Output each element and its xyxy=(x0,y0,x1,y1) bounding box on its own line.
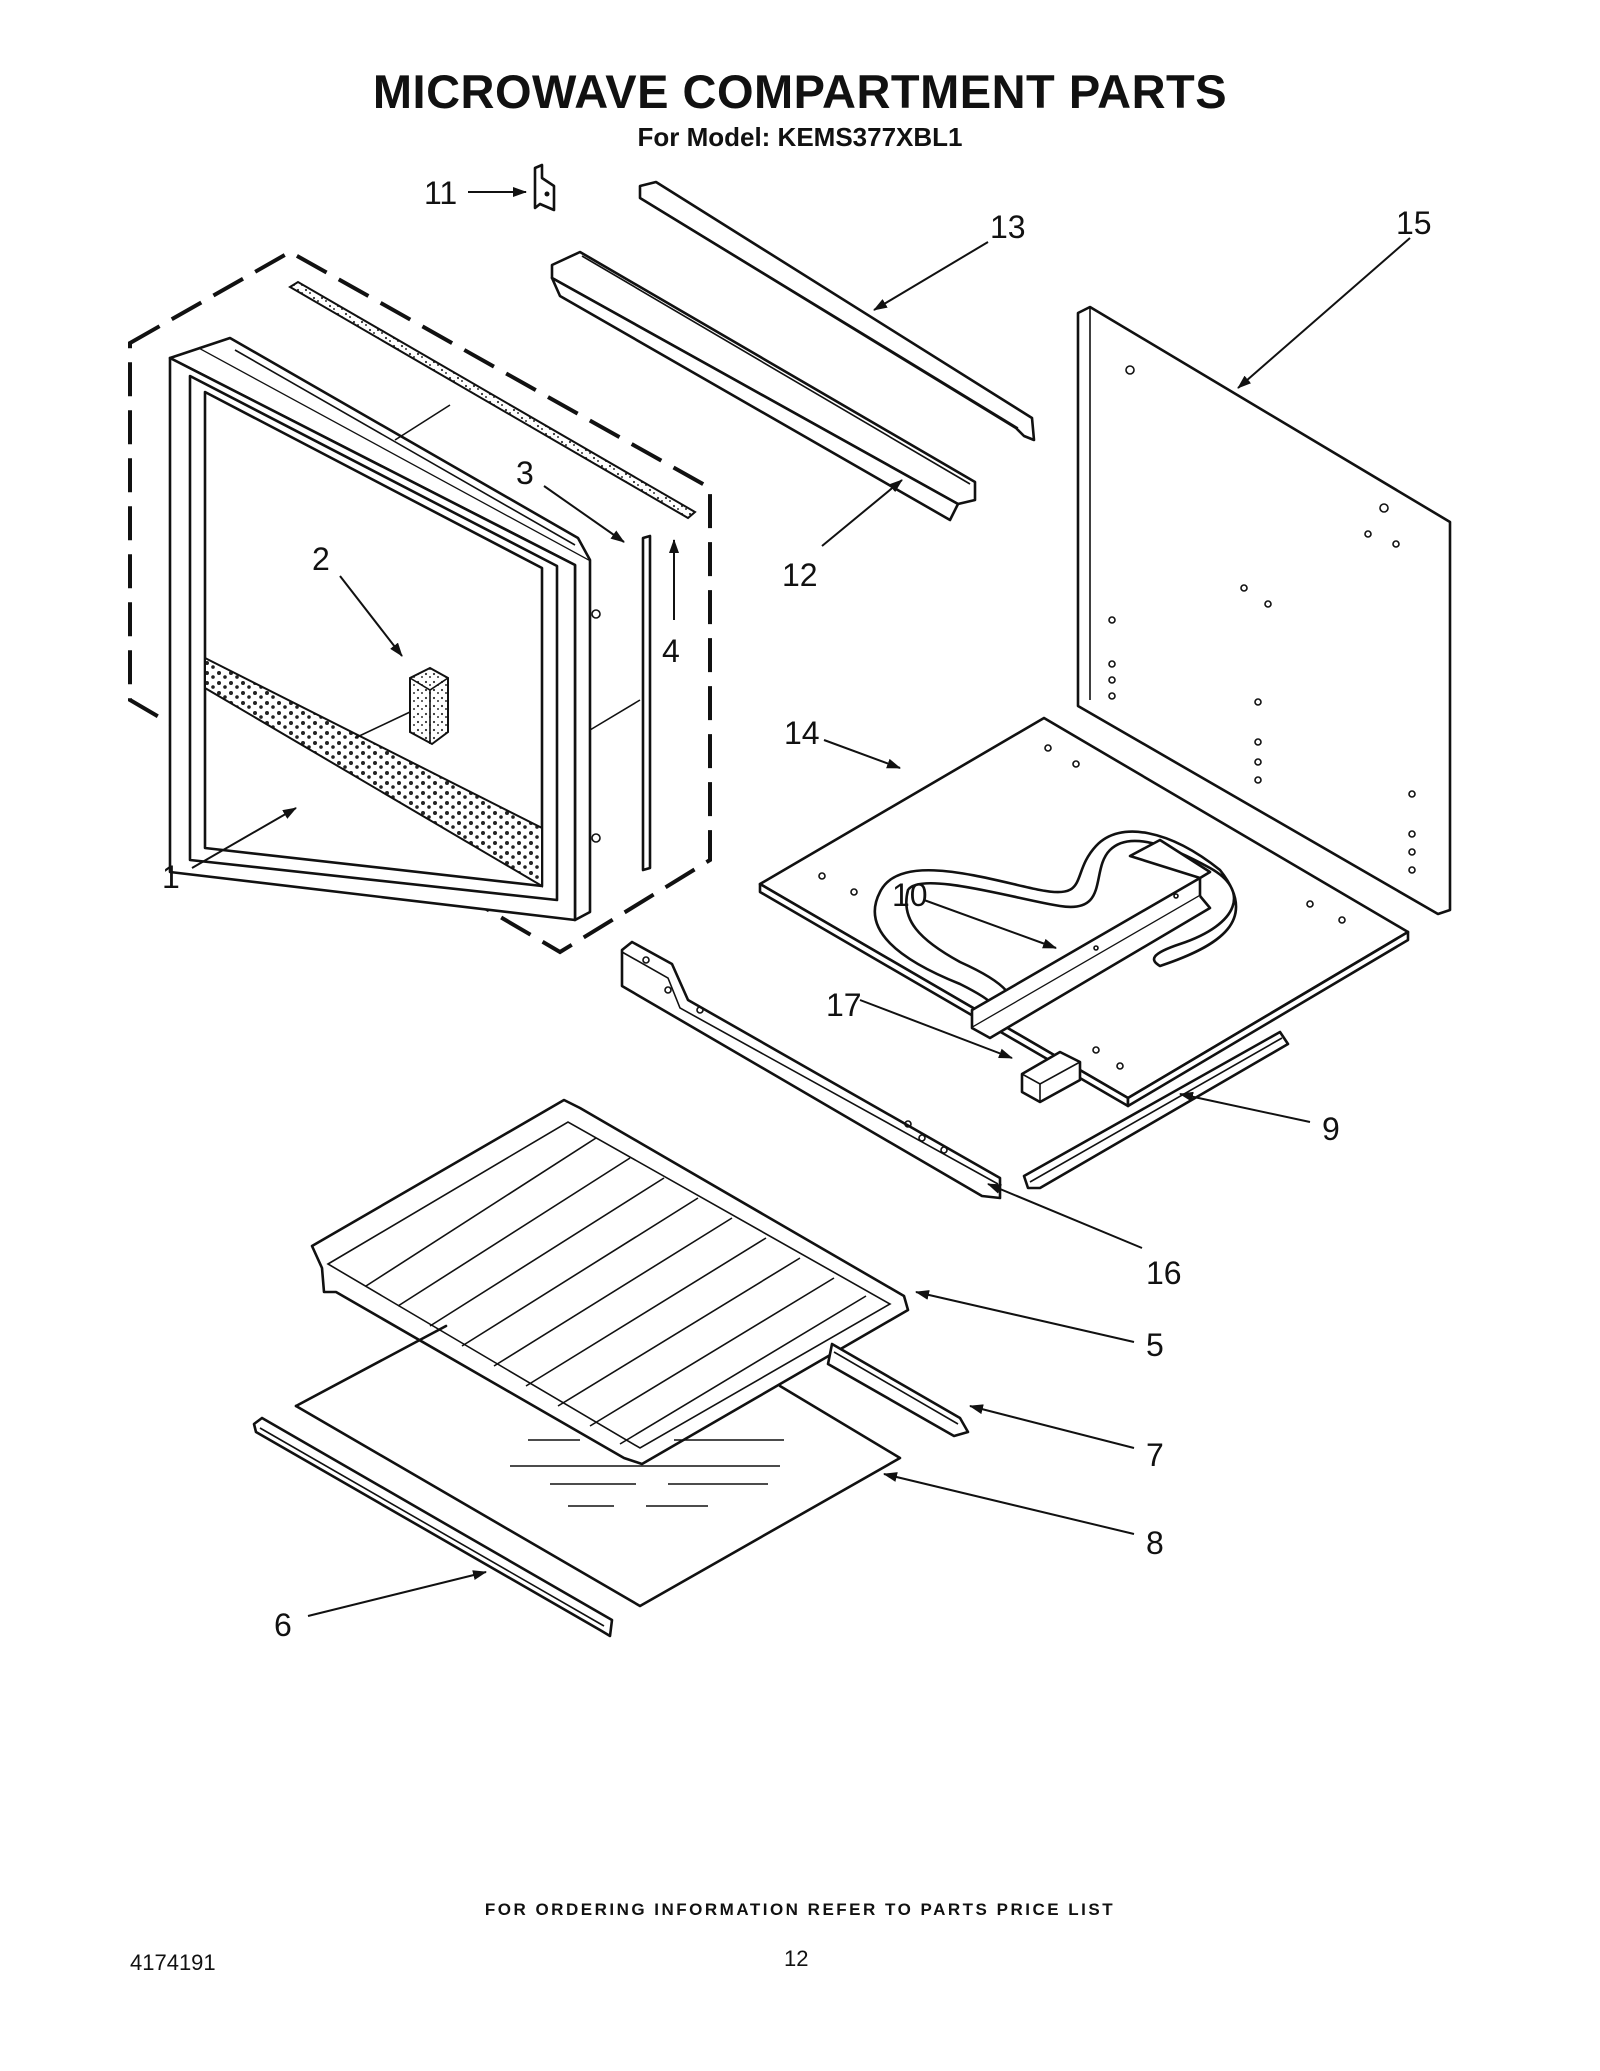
callout-14: 14 xyxy=(784,715,820,751)
callout-17: 17 xyxy=(826,987,862,1023)
part-11-bracket xyxy=(533,163,556,212)
part-4-gasket-strip xyxy=(288,280,697,520)
model-subtitle: For Model: KEMS377XBL1 xyxy=(637,122,963,152)
ordering-info-note: FOR ORDERING INFORMATION REFER TO PARTS … xyxy=(484,1900,1116,1919)
leader-arrows xyxy=(191,187,1411,1617)
callout-13: 13 xyxy=(990,209,1026,245)
callout-15: 15 xyxy=(1396,205,1432,241)
callout-9: 9 xyxy=(1322,1111,1340,1147)
part-5-rack xyxy=(310,1098,910,1466)
callout-12: 12 xyxy=(782,557,818,593)
part-1-cavity-assembly xyxy=(128,249,712,955)
part-12-channel-rail xyxy=(550,250,977,522)
part-2-foam-block xyxy=(409,666,449,746)
page-title: MICROWAVE COMPARTMENT PARTS xyxy=(372,65,1228,118)
callout-10: 10 xyxy=(892,877,928,913)
part-16-side-bracket xyxy=(620,940,1002,1200)
callout-2: 2 xyxy=(312,541,330,577)
part-15-back-panel xyxy=(1076,305,1452,916)
part-10-duct xyxy=(970,838,1212,1040)
part-9-side-rail xyxy=(1022,1030,1290,1190)
part-3-vertical-strip xyxy=(641,534,652,872)
callout-11: 11 xyxy=(424,175,457,211)
callout-3: 3 xyxy=(516,455,534,491)
part-14-bottom-panel xyxy=(758,716,1410,1108)
part-13-upper-rail xyxy=(638,180,1036,442)
callout-7: 7 xyxy=(1146,1437,1164,1473)
callout-4: 4 xyxy=(662,633,680,669)
callout-1: 1 xyxy=(162,859,180,895)
callout-5: 5 xyxy=(1146,1327,1164,1363)
callout-6: 6 xyxy=(274,1607,292,1643)
part-7-rack-rail xyxy=(826,1342,970,1438)
callout-16: 16 xyxy=(1146,1255,1182,1291)
part-17-bracket xyxy=(1020,1050,1082,1104)
callout-8: 8 xyxy=(1146,1525,1164,1561)
part-8-tray-sheet xyxy=(294,1324,902,1608)
part-6-rack-rail xyxy=(252,1416,614,1638)
document-number: 4174191 xyxy=(130,1950,216,1975)
page-number: 12 xyxy=(784,1946,809,1971)
